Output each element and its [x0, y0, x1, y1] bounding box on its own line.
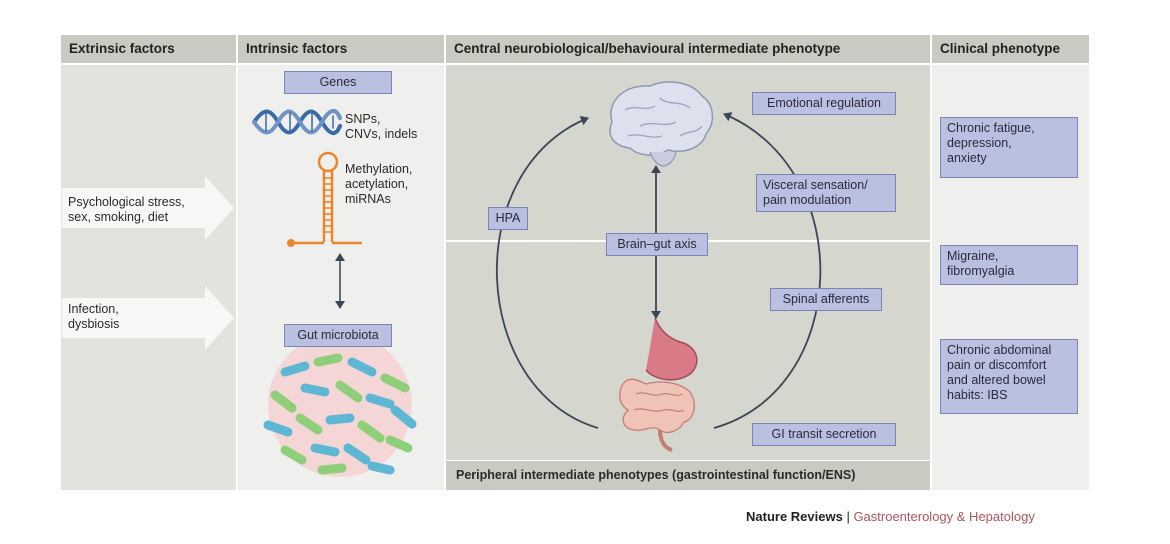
header-clinical: Clinical phenotype: [932, 35, 1089, 63]
stress-line-2: sex, smoking, diet: [68, 210, 169, 224]
methylation-text: Methylation, acetylation, miRNAs: [345, 162, 412, 207]
brain-gut-axis-tag: Brain–gut axis: [606, 233, 708, 256]
methylation-line-1: Methylation,: [345, 162, 413, 176]
journal-name: Gastroenterology & Hepatology: [853, 509, 1035, 524]
fatigue-line-3: anxiety: [947, 151, 987, 165]
header-intrinsic: Intrinsic factors: [238, 35, 444, 63]
infection-arrow: [62, 286, 234, 350]
emotional-regulation-tag: Emotional regulation: [752, 92, 896, 115]
extrinsic-stress-text: Psychological stress, sex, smoking, diet: [68, 195, 185, 225]
migraine-line-1: Migraine,: [947, 249, 999, 263]
bacteria-cluster-icon: [263, 333, 417, 477]
migraine-tag: Migraine, fibromyalgia: [940, 245, 1078, 285]
fatigue-line-2: depression,: [947, 136, 1012, 150]
footer-separator: |: [842, 509, 854, 524]
chronic-fatigue-tag: Chronic fatigue, depression, anxiety: [940, 117, 1078, 178]
header-central: Central neurobiological/behavioural inte…: [446, 35, 930, 63]
migraine-line-2: fibromyalgia: [947, 264, 1015, 278]
infection-line-1: Infection,: [68, 302, 119, 316]
methylation-line-3: miRNAs: [345, 192, 391, 206]
peripheral-label-bar: [446, 461, 930, 490]
gi-transit-tag: GI transit secretion: [752, 423, 896, 446]
ibs-line-3: and altered bowel: [947, 373, 1046, 387]
panel-extrinsic: [61, 65, 236, 490]
dna-helix-icon: [252, 109, 342, 135]
stress-line-1: Psychological stress,: [68, 195, 185, 209]
publisher-name: Nature Reviews: [746, 509, 843, 524]
spinal-arc-arrow: [713, 112, 822, 429]
peripheral-label: Peripheral intermediate phenotypes (gast…: [456, 468, 856, 482]
gut-microbiota-tag: Gut microbiota: [284, 324, 392, 347]
footer-credit: Nature Reviews | Gastroenterology & Hepa…: [746, 509, 1035, 524]
fatigue-line-1: Chronic fatigue,: [947, 121, 1035, 135]
extrinsic-infection-text: Infection, dysbiosis: [68, 302, 119, 332]
spinal-afferents-tag: Spinal afferents: [770, 288, 882, 311]
ibs-line-4: habits: IBS: [947, 388, 1008, 402]
visceral-line-1: Visceral sensation/: [763, 178, 868, 192]
gut-icon: [619, 317, 698, 452]
snps-line-2: CNVs, indels: [345, 127, 418, 141]
ibs-tag: Chronic abdominal pain or discomfort and…: [940, 339, 1078, 414]
genes-tag: Genes: [284, 71, 392, 94]
snps-line-1: SNPs,: [345, 112, 381, 126]
hairpin-rna-icon: [287, 151, 362, 247]
methylation-line-2: acetylation,: [345, 177, 409, 191]
ibs-line-1: Chronic abdominal: [947, 343, 1052, 357]
infection-line-2: dysbiosis: [68, 317, 120, 331]
header-extrinsic: Extrinsic factors: [61, 35, 236, 63]
ibs-line-2: pain or discomfort: [947, 358, 1047, 372]
snps-text: SNPs, CNVs, indels: [345, 112, 417, 142]
visceral-sensation-tag: Visceral sensation/ pain modulation: [756, 174, 896, 212]
stress-arrow: [62, 176, 234, 240]
hpa-tag: HPA: [488, 207, 528, 230]
brain-icon: [609, 81, 714, 167]
hpa-arc-arrow: [495, 116, 599, 429]
visceral-line-2: pain modulation: [763, 193, 852, 207]
